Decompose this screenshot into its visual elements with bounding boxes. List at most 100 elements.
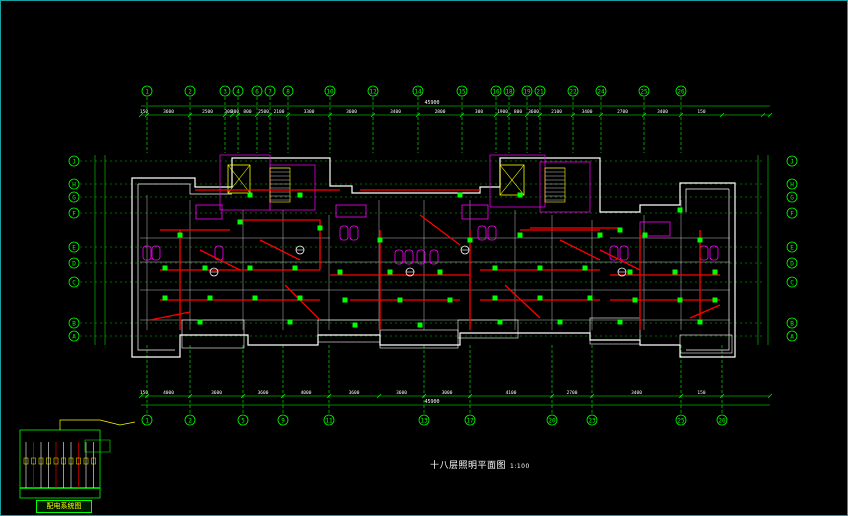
inset-breaker xyxy=(23,457,29,465)
inset-breaker xyxy=(83,457,89,465)
axis-bubble-bottom xyxy=(464,414,476,426)
dim-value-top: 3600 xyxy=(528,109,539,115)
light-fixture xyxy=(677,207,683,213)
inner-wall xyxy=(685,188,730,351)
axis-bubble-right xyxy=(786,241,798,253)
sanitary-fixture xyxy=(429,249,439,265)
dim-value-top: 3600 xyxy=(163,109,174,115)
axis-bubble-bottom xyxy=(675,414,687,426)
axis-bubble-left xyxy=(68,241,80,253)
dim-value-top: 2700 xyxy=(617,109,628,115)
axis-label-top: 22 xyxy=(569,89,577,96)
elevator-shaft xyxy=(227,164,251,194)
axis-bubble-top xyxy=(675,85,687,97)
building-outline xyxy=(131,157,736,358)
distribution-system-inset xyxy=(19,419,136,499)
light-fixture xyxy=(237,219,243,225)
axis-label-bottom: 25 xyxy=(677,418,685,425)
axis-bubble-right xyxy=(786,155,798,167)
inset-breaker xyxy=(31,457,36,465)
light-fixture xyxy=(492,295,498,301)
sanitary-fixture xyxy=(609,245,619,261)
light-fixture xyxy=(297,295,303,301)
light-fixture xyxy=(497,319,503,325)
light-fixture xyxy=(162,295,168,301)
light-fixture xyxy=(617,319,623,325)
wiring-run xyxy=(284,284,321,321)
light-fixture xyxy=(397,297,403,303)
dim-value-bottom: 3000 xyxy=(442,390,453,396)
axis-label-right: J xyxy=(790,159,794,166)
dim-value-top: 300 xyxy=(475,109,483,115)
axis-bubble-right xyxy=(786,276,798,288)
axis-label-bottom: 2 xyxy=(188,418,192,425)
axis-bubble-top xyxy=(324,85,336,97)
light-fixture xyxy=(492,265,498,271)
light-fixture xyxy=(202,265,208,271)
axis-label-top: 21 xyxy=(536,89,544,96)
axis-bubble-left xyxy=(68,276,80,288)
axis-bubble-bottom xyxy=(323,414,335,426)
light-fixture xyxy=(287,319,293,325)
axis-label-top: 3 xyxy=(223,89,227,96)
axis-bubble-bottom xyxy=(586,414,598,426)
dim-value-bottom: 4000 xyxy=(301,390,312,396)
lighting-wiring xyxy=(149,189,721,330)
axis-label-right: B xyxy=(790,321,794,328)
axis-bubble-left xyxy=(68,317,80,329)
axis-label-bottom: 17 xyxy=(466,418,474,425)
bath-room xyxy=(639,221,671,237)
elevator-cross xyxy=(499,164,525,196)
axis-label-top: 15 xyxy=(458,89,466,96)
core-outline xyxy=(269,164,316,211)
dim-value-bottom: 4000 xyxy=(163,390,174,396)
wiring-run xyxy=(259,239,301,261)
dim-value-top: 2500 xyxy=(202,109,213,115)
drawing-scale: 1:100 xyxy=(510,463,530,470)
dim-value-top: 2100 xyxy=(551,109,562,115)
light-fixture xyxy=(537,295,543,301)
axis-label-right: H xyxy=(790,182,794,189)
axis-bubble-top xyxy=(521,85,533,97)
light-fixture xyxy=(617,227,623,233)
dim-value-bottom: 3600 xyxy=(396,390,407,396)
light-fixture xyxy=(672,269,678,275)
bath-room xyxy=(335,204,367,218)
light-fixture xyxy=(177,232,183,238)
axis-label-left: G xyxy=(72,195,76,202)
exterior-wall xyxy=(131,157,736,358)
inset-breaker xyxy=(91,457,96,465)
axis-label-bottom: 20 xyxy=(548,418,556,425)
inset-label: 配电系统图 xyxy=(36,500,92,513)
axis-bubble-top xyxy=(638,85,650,97)
bath-room xyxy=(461,204,489,220)
core-outline xyxy=(489,154,546,208)
bath-room xyxy=(195,204,223,220)
sanitary-fixture xyxy=(151,245,161,261)
axis-bubble-top xyxy=(264,85,276,97)
axis-bubble-top xyxy=(567,85,579,97)
axis-label-left: D xyxy=(72,261,76,268)
axis-bubble-bottom xyxy=(141,414,153,426)
sanitary-fixture xyxy=(709,245,719,261)
axis-label-bottom: 23 xyxy=(588,418,596,425)
axis-bubble-top xyxy=(456,85,468,97)
dim-value-top: 800 xyxy=(243,109,251,115)
axis-label-left: F xyxy=(72,211,76,218)
axis-bubble-right xyxy=(786,330,798,342)
axis-label-left: C xyxy=(72,280,76,287)
axis-label-right: A xyxy=(790,334,794,341)
light-fixture xyxy=(252,295,258,301)
axis-bubble-top xyxy=(282,85,294,97)
dim-tick-top xyxy=(719,112,725,118)
axis-bubble-top xyxy=(503,85,515,97)
light-fixtures xyxy=(162,192,718,328)
axis-label-bottom: 26 xyxy=(718,418,726,425)
light-fixture xyxy=(342,297,348,303)
axis-label-left: B xyxy=(72,321,76,328)
axis-bubble-right xyxy=(786,178,798,190)
light-fixture xyxy=(197,319,203,325)
dim-total-bottom: 45900 xyxy=(424,399,439,405)
